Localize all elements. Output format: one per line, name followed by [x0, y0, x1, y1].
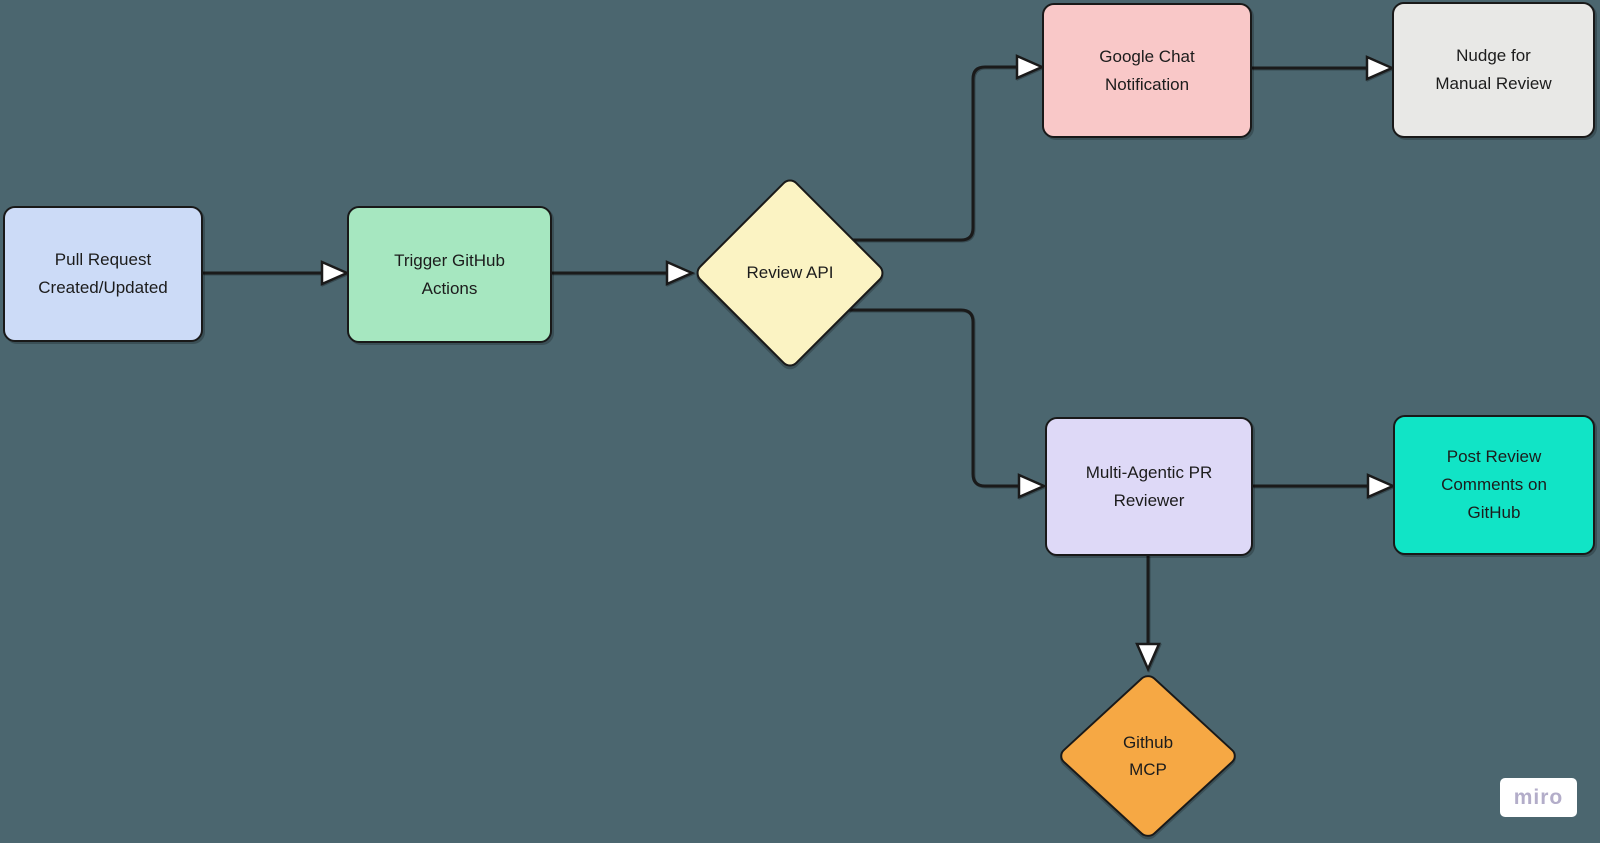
- node-label: Review API: [746, 263, 834, 282]
- edge-multi-agentic-to-github-mcp[interactable]: [1135, 555, 1161, 673]
- node-multi-agentic-pr-reviewer[interactable]: Multi-Agentic PR Reviewer: [1045, 417, 1253, 556]
- edge-line: [848, 308, 1021, 488]
- arrowhead-right-icon: [320, 260, 351, 286]
- node-github-mcp-decision[interactable]: Github MCP: [1056, 671, 1240, 841]
- edge-trigger-actions-to-review-api[interactable]: [551, 260, 696, 286]
- node-nudge-for-manual-review[interactable]: Nudge for Manual Review: [1392, 2, 1595, 138]
- node-post-review-comments-on-github[interactable]: Post Review Comments on GitHub: [1393, 415, 1595, 555]
- node-trigger-github-actions[interactable]: Trigger GitHub Actions: [347, 206, 552, 343]
- node-label: Google Chat Notification: [1099, 46, 1195, 94]
- node-google-chat-notification[interactable]: Google Chat Notification: [1042, 3, 1252, 138]
- edge-review-api-to-google-chat[interactable]: [852, 54, 1046, 242]
- arrowhead-right-icon: [1017, 473, 1048, 499]
- node-label: Github MCP: [1122, 733, 1174, 779]
- edge-multi-agentic-to-post-review[interactable]: [1252, 473, 1397, 499]
- edge-review-api-to-multi-agentic[interactable]: [848, 308, 1048, 499]
- miro-logo-text: miro: [1513, 785, 1564, 809]
- node-pull-request-created-updated[interactable]: Pull Request Created/Updated: [3, 206, 203, 342]
- arrowhead-down-icon: [1135, 642, 1161, 673]
- node-label: Multi-Agentic PR Reviewer: [1085, 462, 1213, 510]
- edge-pull-request-to-trigger-actions[interactable]: [202, 260, 351, 286]
- node-label: Trigger GitHub Actions: [394, 250, 505, 298]
- node-label: Post Review Comments on GitHub: [1441, 447, 1547, 522]
- node-label: Pull Request Created/Updated: [38, 250, 168, 297]
- edge-google-chat-to-nudge-manual[interactable]: [1251, 55, 1396, 81]
- node-label: Nudge for Manual Review: [1435, 46, 1552, 93]
- edge-line: [852, 65, 1019, 242]
- node-review-api-decision[interactable]: Review API: [692, 175, 888, 371]
- arrowhead-right-icon: [665, 260, 696, 286]
- miro-logo-badge[interactable]: miro: [1500, 778, 1577, 817]
- arrowhead-right-icon: [1365, 55, 1396, 81]
- arrowhead-right-icon: [1015, 54, 1046, 80]
- arrowhead-right-icon: [1366, 473, 1397, 499]
